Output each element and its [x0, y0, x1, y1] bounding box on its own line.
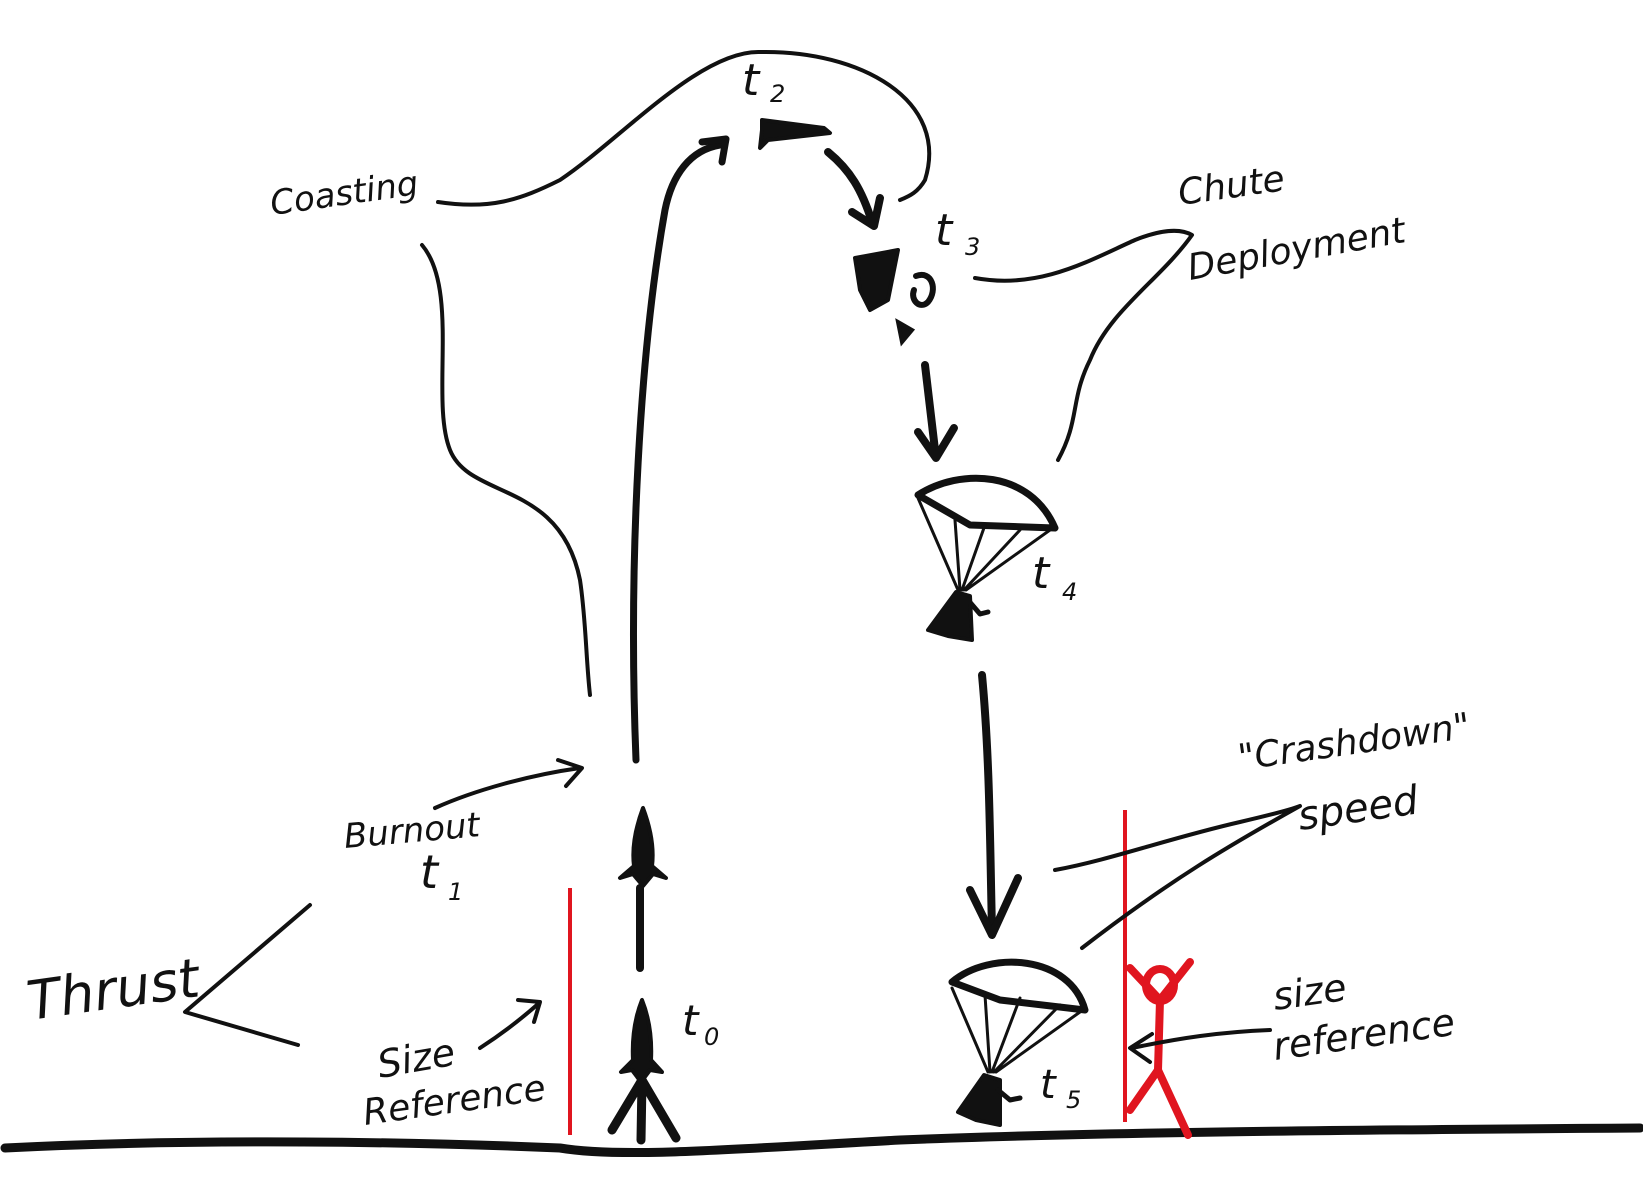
crashdown-bracket: [1053, 804, 1302, 950]
time-label-t3: t 3: [935, 205, 980, 261]
descent-arrowhead-3: [966, 874, 1022, 939]
chute-bracket: [973, 228, 1194, 462]
coasting-bracket-lower: [420, 243, 592, 697]
descent-arrow-1: [824, 148, 876, 226]
rocket-burnout: [618, 806, 668, 888]
descent-arrowhead-2: [914, 424, 958, 462]
thrust-bracket: [183, 903, 312, 1047]
chute-label-line1: Chute: [1176, 158, 1288, 213]
svg-text:t: t: [1040, 1062, 1057, 1108]
svg-text:5: 5: [1066, 1086, 1081, 1114]
svg-text:t: t: [420, 845, 440, 899]
burnout-label: Burnout: [342, 805, 483, 857]
svg-text:2: 2: [770, 80, 785, 108]
parachute-t4: [914, 474, 1059, 642]
rocket-t3: [853, 248, 900, 312]
burnout-arrow: [433, 758, 584, 810]
ground-line: [0, 1123, 1643, 1158]
size-reference-right-line1: size: [1270, 965, 1349, 1019]
parachute-t5: [948, 958, 1089, 1127]
time-label-t2: t 2: [742, 55, 785, 108]
time-label-t1: t 1: [420, 845, 463, 906]
stick-figure: [1126, 958, 1194, 1139]
descent-arrow-3: [978, 671, 996, 934]
chute-label-line2: Deployment: [1184, 210, 1410, 289]
launch-stand: [607, 1075, 681, 1145]
svg-text:t: t: [1032, 548, 1051, 599]
time-label-t4: t 4: [1032, 548, 1077, 606]
svg-text:1: 1: [448, 878, 463, 906]
svg-text:t: t: [742, 55, 761, 106]
svg-text:t: t: [682, 996, 700, 1045]
crashdown-label-line2: speed: [1295, 777, 1422, 839]
size-reference-left-line1: Size: [374, 1030, 458, 1087]
rocket-apogee: [758, 118, 832, 150]
chute-bundle: [910, 271, 936, 308]
descent-arrow-2: [921, 361, 939, 454]
svg-text:4: 4: [1062, 578, 1077, 606]
coasting-trajectory: [630, 141, 724, 764]
size-reference-arrow-left: [478, 998, 542, 1050]
svg-text:3: 3: [965, 233, 980, 261]
size-reference-arrow-right: [1128, 1028, 1272, 1064]
rocket-t0: [619, 998, 664, 1084]
svg-text:0: 0: [704, 1023, 719, 1051]
time-label-t5: t 5: [1040, 1062, 1081, 1114]
descent-arrowhead-1: [848, 194, 884, 230]
coasting-label: Coasting: [268, 164, 421, 224]
svg-text:t: t: [935, 205, 954, 256]
crashdown-label-line1: "Crashdown": [1236, 706, 1473, 779]
nose-cone-t3: [895, 318, 916, 347]
thrust-label: Thrust: [23, 946, 205, 1033]
coasting-arrowhead: [698, 135, 730, 166]
time-label-t0: t 0: [682, 996, 719, 1051]
coasting-bracket: [436, 49, 932, 207]
